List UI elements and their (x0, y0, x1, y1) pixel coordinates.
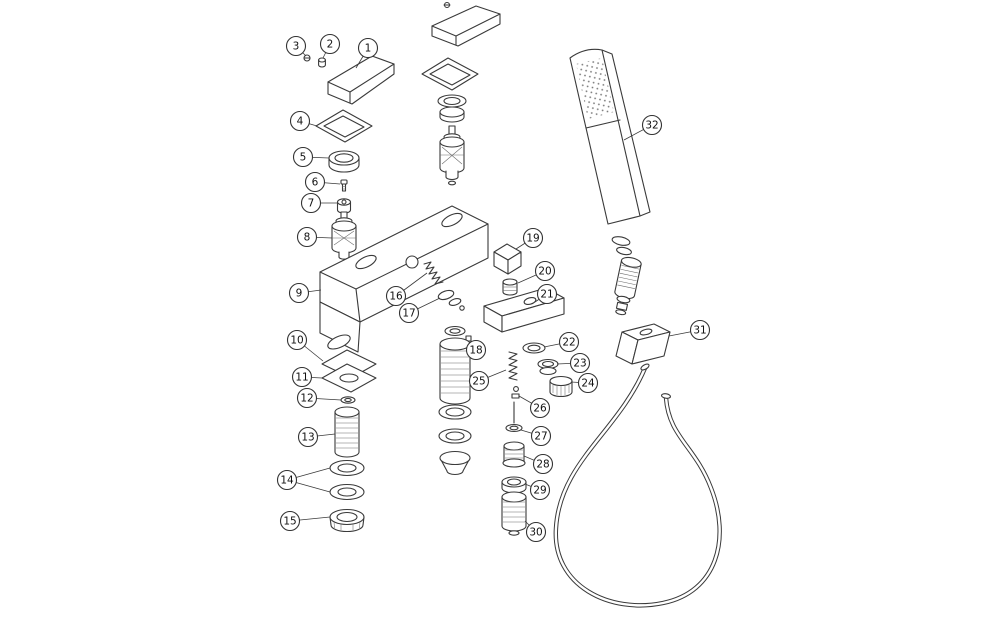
hose-connector-drawing (611, 236, 642, 316)
part-callout-1: 1 (357, 37, 379, 59)
hose-drawing (553, 363, 722, 608)
svg-text:10: 10 (290, 334, 303, 346)
part-callout-32: 32 (641, 114, 663, 136)
part-callout-21: 21 (536, 283, 558, 305)
inlet-tube-drawing (334, 406, 360, 458)
part-callout-31: 31 (689, 319, 711, 341)
collar-drawing (328, 150, 360, 173)
svg-text:22: 22 (562, 336, 575, 348)
part-callout-13: 13 (297, 426, 319, 448)
part-callout-11: 11 (291, 366, 313, 388)
diverter-knob-drawing (493, 243, 522, 296)
part-callout-2: 2 (319, 33, 341, 55)
part-callout-14: 14 (276, 469, 298, 491)
svg-text:29: 29 (533, 484, 546, 496)
callouts-layer: 1234567891011121314151617181920212223242… (276, 33, 711, 543)
backnut-drawing (329, 508, 365, 533)
svg-text:28: 28 (536, 458, 549, 470)
svg-text:9: 9 (296, 287, 303, 299)
svg-text:31: 31 (693, 324, 706, 336)
bushing-drawing (336, 198, 352, 214)
part-callout-27: 27 (530, 425, 552, 447)
cartridge-drawing (331, 211, 357, 260)
part-callout-15: 15 (279, 510, 301, 532)
base-plates-drawing (321, 349, 377, 404)
part-callout-24: 24 (577, 372, 599, 394)
part-callout-25: 25 (468, 370, 490, 392)
svg-text:11: 11 (295, 371, 308, 383)
screw-drawing (340, 179, 348, 192)
svg-text:4: 4 (297, 115, 304, 127)
part-callout-10: 10 (286, 329, 308, 351)
svg-text:18: 18 (469, 344, 482, 356)
part-callout-22: 22 (558, 331, 580, 353)
svg-text:19: 19 (526, 232, 539, 244)
second-handle-drawing (431, 1, 501, 47)
svg-text:1: 1 (365, 42, 372, 54)
part-callout-29: 29 (529, 479, 551, 501)
svg-text:32: 32 (645, 119, 658, 131)
svg-text:7: 7 (308, 197, 315, 209)
part-callout-23: 23 (569, 352, 591, 374)
part-callout-17: 17 (398, 302, 420, 324)
part-callout-3: 3 (285, 35, 307, 57)
svg-text:17: 17 (402, 307, 415, 319)
svg-text:15: 15 (283, 515, 296, 527)
svg-text:16: 16 (389, 290, 403, 302)
wall-bracket-drawing (615, 323, 671, 365)
square-shroud-icon (315, 109, 373, 143)
part-callout-5: 5 (292, 146, 314, 168)
diverter-internals-drawing (501, 351, 527, 494)
svg-text:26: 26 (533, 402, 547, 414)
shower-handset-drawing (569, 48, 651, 225)
svg-text:21: 21 (540, 288, 553, 300)
svg-text:30: 30 (529, 526, 542, 538)
part-callout-19: 19 (522, 227, 544, 249)
part-callout-9: 9 (288, 282, 310, 304)
svg-text:20: 20 (538, 265, 551, 277)
part-callout-16: 16 (385, 285, 407, 307)
svg-text:5: 5 (300, 151, 307, 163)
part-callout-18: 18 (465, 339, 487, 361)
part-callout-30: 30 (525, 521, 547, 543)
svg-text:8: 8 (304, 231, 311, 243)
svg-text:6: 6 (312, 176, 319, 188)
spout-stack-drawing (438, 325, 472, 476)
outlet-parts-drawing (522, 342, 573, 398)
svg-text:14: 14 (280, 474, 294, 486)
svg-text:25: 25 (472, 375, 485, 387)
svg-text:12: 12 (300, 392, 313, 404)
svg-text:23: 23 (573, 357, 586, 369)
part-callout-4: 4 (289, 110, 311, 132)
svg-text:3: 3 (293, 40, 300, 52)
part-callout-8: 8 (296, 226, 318, 248)
tap-body-drawing (319, 205, 489, 353)
svg-text:2: 2 (327, 38, 334, 50)
part-callout-20: 20 (534, 260, 556, 282)
handle-screws-drawing (303, 54, 326, 68)
part-callout-26: 26 (529, 397, 551, 419)
part-callout-28: 28 (532, 453, 554, 475)
part-callout-12: 12 (296, 387, 318, 409)
part-callout-6: 6 (304, 171, 326, 193)
svg-text:27: 27 (534, 430, 547, 442)
shower-tail-drawing (501, 491, 527, 536)
svg-text:13: 13 (301, 431, 314, 443)
second-shroud-icon (421, 57, 479, 123)
washers-drawing (329, 459, 365, 501)
diverter-spring-drawing (423, 261, 478, 349)
svg-text:24: 24 (581, 377, 595, 389)
handle-drawing (327, 55, 395, 105)
second-cartridge-drawing (439, 125, 465, 186)
part-callout-7: 7 (300, 192, 322, 214)
